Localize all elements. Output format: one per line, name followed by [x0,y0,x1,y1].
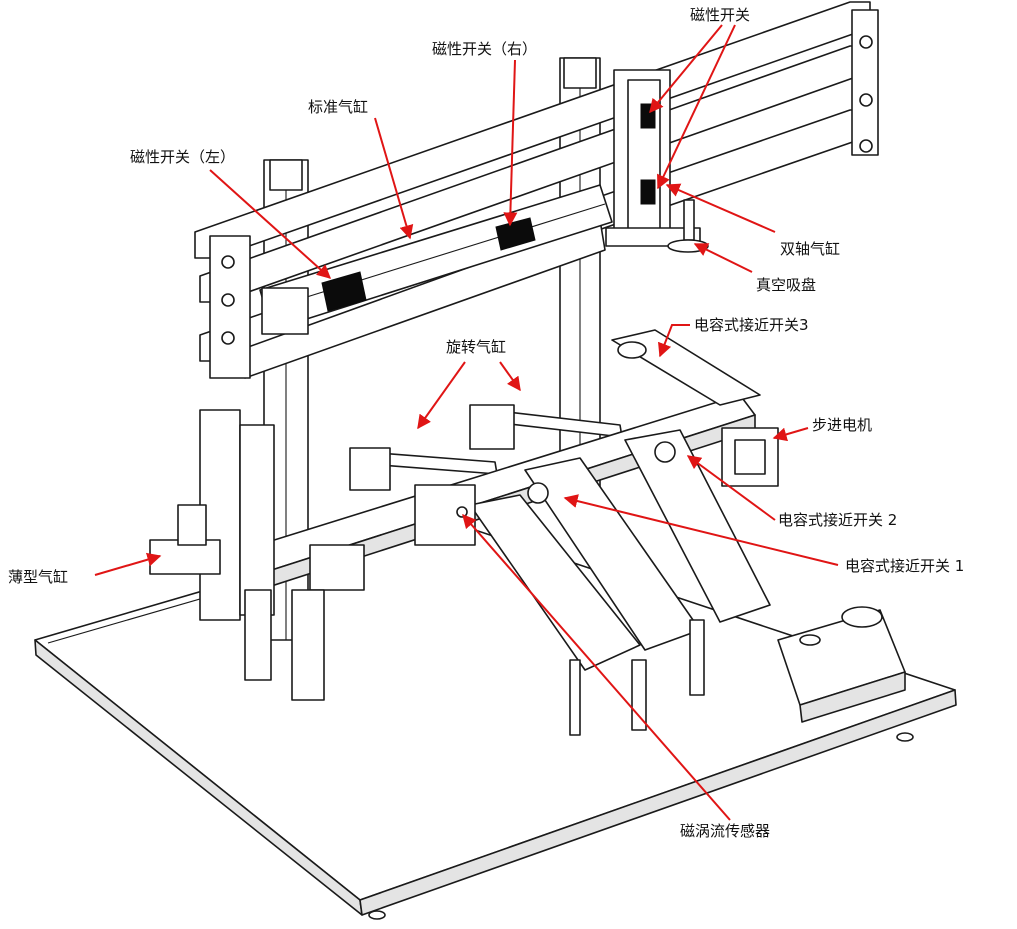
standard-cylinder [259,184,613,335]
dual-axis-cylinder [605,69,709,253]
label-standard-cylinder: 标准气缸 [308,98,368,116]
control-box [777,606,906,723]
feed-hopper [149,409,275,621]
label-rotary-cylinder: 旋转气缸 [446,338,506,356]
label-capacitive-switch-3: 电容式接近开关3 [694,316,809,334]
label-thin-cylinder: 薄型气缸 [8,568,68,586]
base-plate [34,519,957,920]
rotary-cylinders [349,404,623,491]
label-stepper-motor: 步进电机 [812,416,872,434]
label-magnetic-switch-left: 磁性开关（左） [130,148,235,166]
label-capacitive-switch-2: 电容式接近开关 2 [778,511,897,529]
leader-lines [94,24,839,821]
label-vacuum-cup: 真空吸盘 [756,276,816,294]
label-capacitive-switch-1: 电容式接近开关 1 [845,557,964,575]
label-dual-axis-cylinder: 双轴气缸 [780,240,840,258]
annotation-labels: 磁性开关（左） 标准气缸 磁性开关（右） 磁性开关 双轴气缸 真空吸盘 电容式接… [8,6,964,840]
label-magnetic-switch: 磁性开关 [690,6,750,24]
label-eddy-current-sensor: 磁涡流传感器 [680,822,770,840]
stepper-motor [721,427,779,487]
legs [244,589,705,736]
label-magnetic-switch-right: 磁性开关（右） [432,40,537,58]
